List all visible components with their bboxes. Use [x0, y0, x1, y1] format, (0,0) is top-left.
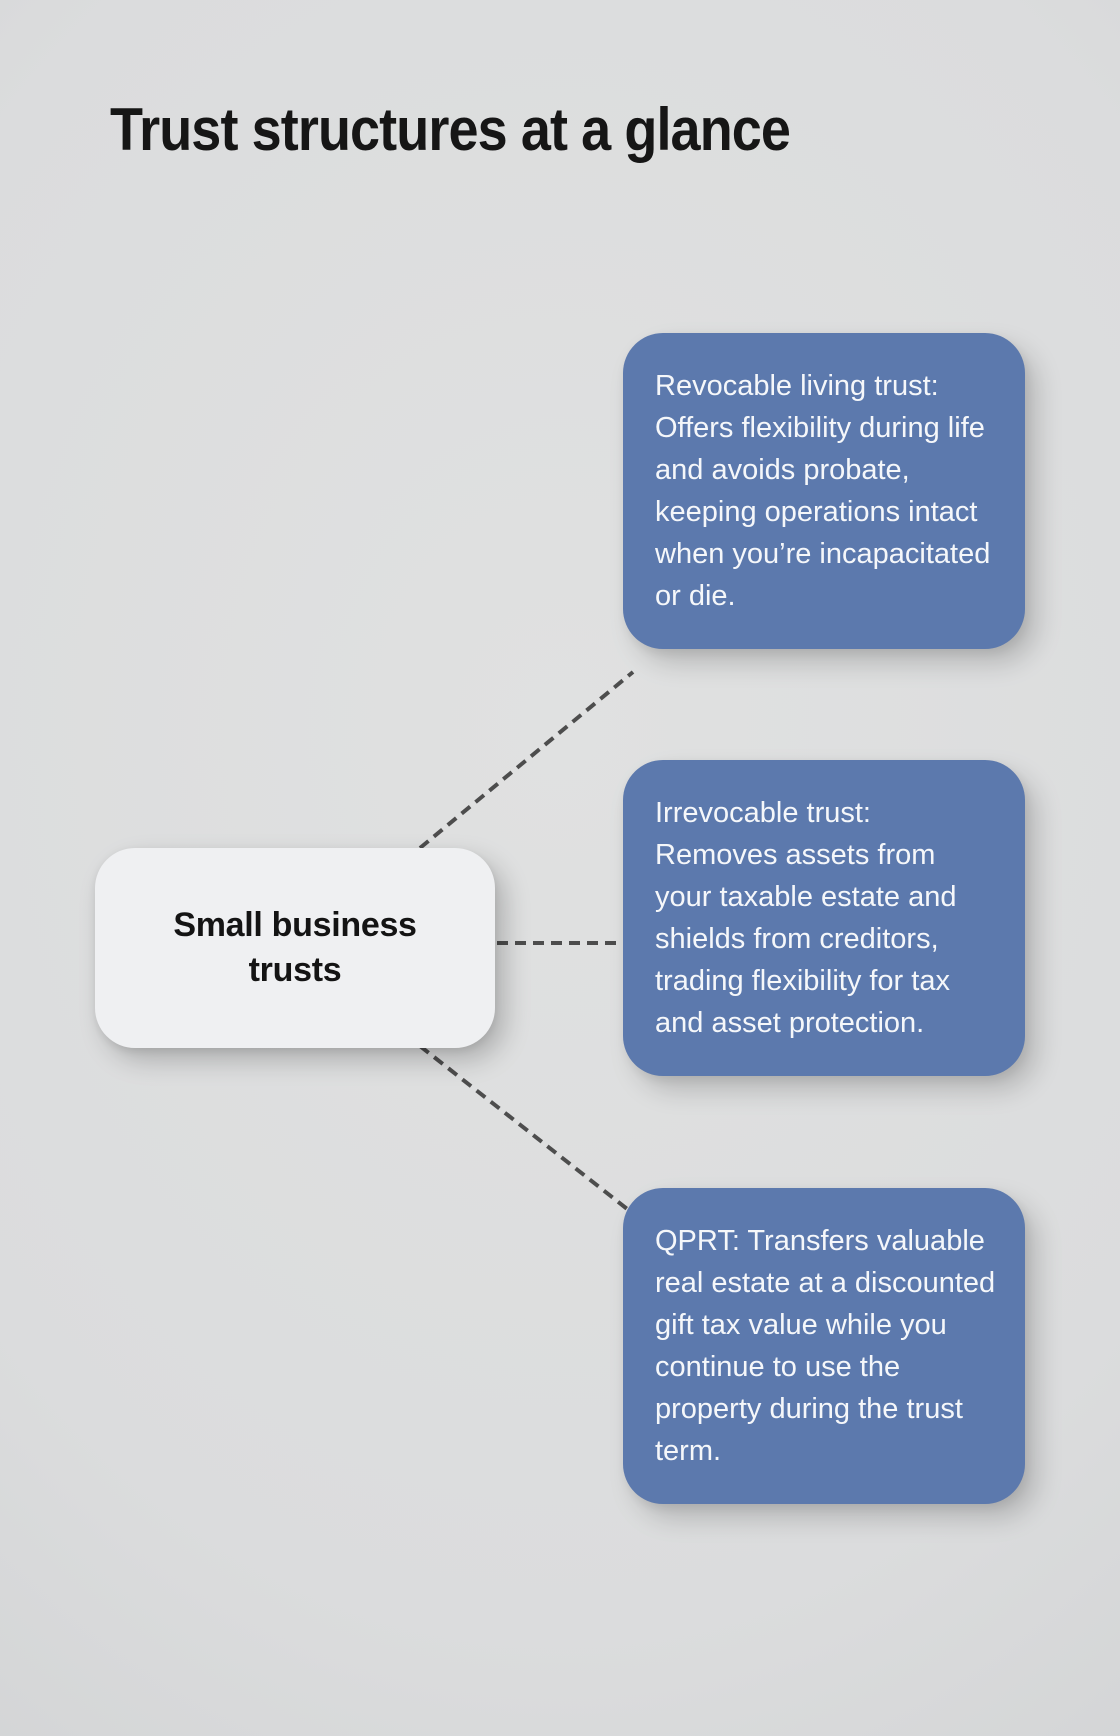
page-title: Trust structures at a glance	[110, 96, 791, 163]
branch-revocable-living-trust: Revocable living trust: Offers flexibili…	[623, 333, 1025, 649]
center-node-label-line1: Small business	[173, 906, 417, 944]
connector-top-branch	[418, 670, 635, 850]
branch-text: QPRT: Transfers valuable real estate at …	[655, 1225, 996, 1467]
center-node: Small business trusts	[95, 848, 495, 1048]
branch-text: Revocable living trust: Offers flexibili…	[655, 370, 991, 612]
branch-qprt: QPRT: Transfers valuable real estate at …	[623, 1188, 1025, 1504]
center-node-label-line2: trusts	[248, 951, 342, 989]
branch-irrevocable-trust: Irrevocable trust: Removes assets from y…	[623, 760, 1025, 1076]
branch-text: Irrevocable trust: Removes assets from y…	[655, 797, 957, 1039]
connector-bottom-branch	[418, 1044, 633, 1214]
center-node-label: Small business trusts	[173, 903, 417, 993]
